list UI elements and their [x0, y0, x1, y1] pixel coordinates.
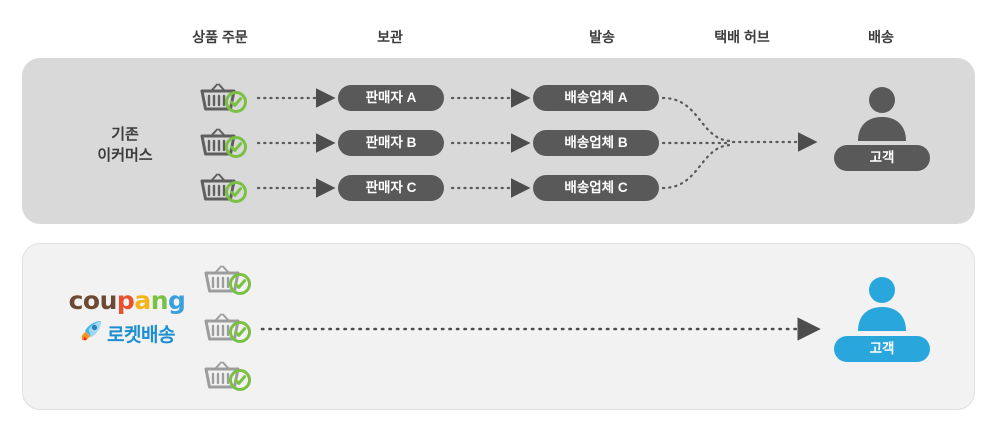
- coupang-brand-block: coupang 로켓배송: [52, 288, 202, 347]
- check-circle-icon: [225, 181, 247, 203]
- check-circle-icon: [225, 91, 247, 113]
- node-carrier-a[interactable]: 배송업체 A: [533, 85, 659, 111]
- coupang-letter-1: o: [82, 286, 100, 315]
- column-header-order: 상품 주문: [192, 29, 248, 45]
- basket-check-legacy-3: [198, 173, 248, 205]
- node-carrier-b[interactable]: 배송업체 B: [533, 130, 659, 156]
- person-icon-legacy-customer: [851, 85, 913, 152]
- coupang-letter-3: p: [116, 286, 135, 315]
- check-circle-icon: [229, 321, 251, 343]
- rocket-delivery-label: 로켓배송: [107, 325, 175, 346]
- coupang-letter-4: a: [134, 286, 151, 315]
- node-customer-legacy[interactable]: 고객: [834, 145, 930, 171]
- rocket-icon: [79, 320, 103, 347]
- column-header-dispatch: 발송: [589, 29, 615, 45]
- node-seller-c[interactable]: 판매자 C: [338, 175, 444, 201]
- basket-check-coupang-1: [202, 265, 252, 297]
- basket-check-legacy-1: [198, 83, 248, 115]
- coupang-letter-5: n: [150, 286, 169, 315]
- column-header-delivery: 배송: [868, 29, 894, 45]
- person-icon-coupang-customer: [851, 275, 913, 342]
- basket-check-coupang-2: [202, 313, 252, 345]
- node-customer-coupang[interactable]: 고객: [834, 336, 930, 362]
- basket-check-coupang-3: [202, 361, 252, 393]
- coupang-letter-6: g: [168, 286, 186, 315]
- column-header-hub: 택배 허브: [714, 29, 770, 45]
- coupang-letter-2: u: [99, 286, 118, 315]
- node-seller-b[interactable]: 판매자 B: [338, 130, 444, 156]
- coupang-wordmark: coupang: [52, 288, 202, 314]
- node-seller-a[interactable]: 판매자 A: [338, 85, 444, 111]
- column-header-storage: 보관: [377, 29, 403, 45]
- coupang-letter-0: c: [68, 286, 84, 315]
- check-circle-icon: [229, 273, 251, 295]
- node-carrier-c[interactable]: 배송업체 C: [533, 175, 659, 201]
- check-circle-icon: [225, 136, 247, 158]
- legacy-row-label: 기존 이커머스: [97, 126, 153, 164]
- check-circle-icon: [229, 369, 251, 391]
- basket-check-legacy-2: [198, 128, 248, 160]
